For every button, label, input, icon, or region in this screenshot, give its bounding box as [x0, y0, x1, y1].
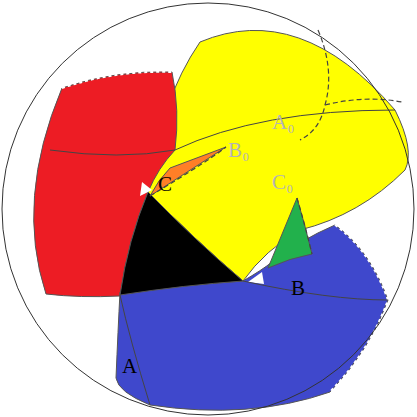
hidden-arc — [297, 198, 312, 254]
hidden-arc — [300, 30, 329, 140]
blue-dashed-edge — [330, 225, 388, 392]
vertex-label: B₀ — [228, 140, 249, 161]
white-gap — [140, 182, 152, 196]
vertex-label: B — [291, 278, 305, 299]
arc — [120, 295, 150, 405]
spherical-triangle — [120, 192, 243, 295]
vertex-label: C — [158, 174, 172, 195]
arc — [175, 110, 395, 150]
vertex-label: C₀ — [272, 172, 293, 193]
red-dashed-edge — [62, 72, 172, 88]
green-triangle — [268, 198, 312, 268]
hidden-arc — [325, 99, 402, 105]
hidden-arc — [150, 147, 226, 196]
sphere-outline — [2, 3, 414, 415]
arc — [243, 281, 388, 300]
vertex-label: A₀ — [272, 112, 295, 133]
vertex-label: A — [122, 356, 137, 377]
orange-triangle — [150, 147, 226, 196]
arc — [50, 150, 175, 155]
